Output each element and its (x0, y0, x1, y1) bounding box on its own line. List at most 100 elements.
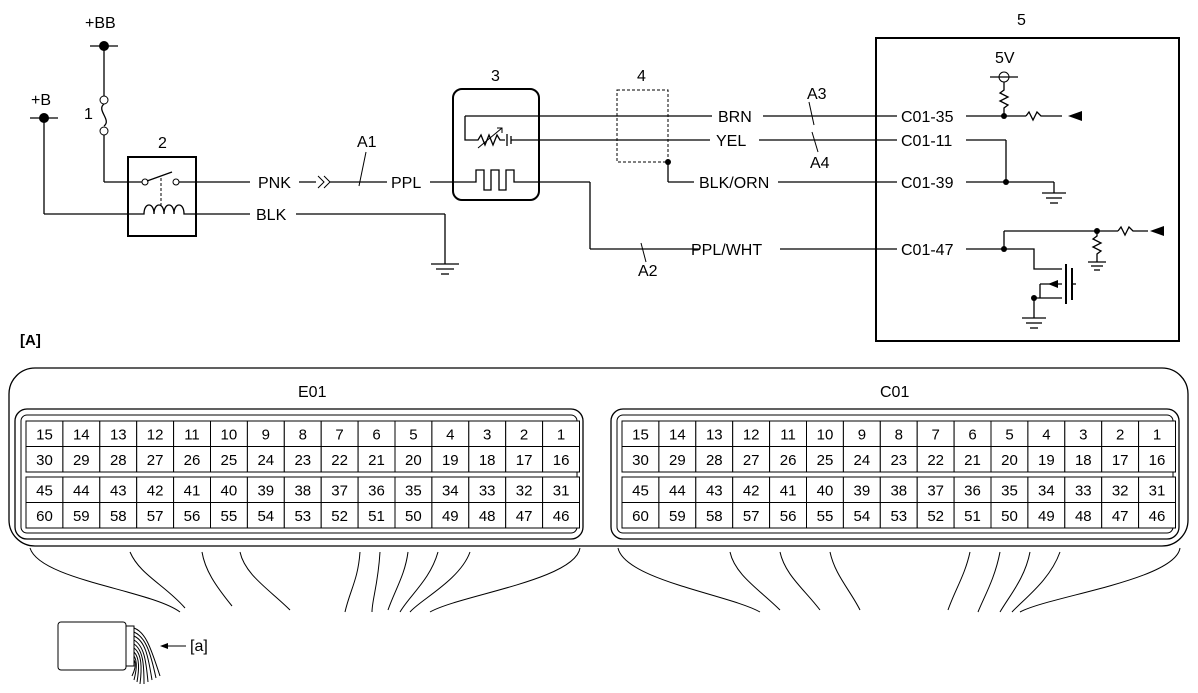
pin-number: 41 (780, 482, 797, 499)
ecu-supply-label: 5V (995, 50, 1015, 67)
pin-number: 16 (1149, 452, 1166, 469)
pin-number: 4 (1042, 426, 1050, 443)
relay: 2 (127, 135, 197, 237)
pin-cell: 34 (1027, 476, 1066, 503)
pin-cell-border (658, 446, 697, 473)
pin-cell-border (25, 476, 64, 503)
pin-number: 10 (817, 426, 834, 443)
pin-cell: 33 (1064, 476, 1103, 503)
pin-cell: 8 (283, 420, 322, 447)
pin-number: 59 (669, 508, 686, 525)
pin-number: 52 (331, 508, 348, 525)
pin-cell: 45 (621, 476, 660, 503)
pin-number: 28 (110, 452, 127, 469)
pin-cell-border (246, 446, 285, 473)
pin-cell-border (210, 502, 248, 529)
pin-number: 23 (294, 452, 311, 469)
pin-cell-border (210, 446, 248, 473)
pin-cell-border (320, 502, 359, 529)
pin-cell-border (879, 476, 918, 503)
pin-number: 13 (110, 426, 127, 443)
pin-number: 33 (479, 482, 496, 499)
pin-cell: 37 (320, 476, 359, 503)
pin-cell: 19 (1027, 446, 1066, 473)
pin-cell: 1 (542, 420, 580, 447)
pin-number: 57 (147, 508, 164, 525)
pin-number: 32 (1112, 482, 1129, 499)
pin-number: 56 (780, 508, 797, 525)
pin-number: 21 (964, 452, 981, 469)
pin-cell-border (879, 446, 918, 473)
pin-number: 2 (1116, 426, 1124, 443)
pin-number: 20 (405, 452, 422, 469)
pin-cell-border (394, 446, 433, 473)
b-supply-label: +B (31, 92, 51, 109)
pin-number: 42 (743, 482, 760, 499)
pin-cell-border (1064, 446, 1103, 473)
pin-cell: 13 (99, 420, 138, 447)
pin-cell-border (431, 476, 470, 503)
pin-cell: 33 (468, 476, 507, 503)
pin-cell: 57 (732, 502, 771, 529)
pin-number: 27 (743, 452, 760, 469)
pin-cell: 58 (99, 502, 138, 529)
pin-number: 43 (706, 482, 723, 499)
pin-cell: 31 (542, 476, 580, 503)
pin-number: 3 (1079, 426, 1087, 443)
pin-number: 1 (1153, 426, 1161, 443)
pin-number: 32 (516, 482, 533, 499)
pin-number: 15 (36, 426, 53, 443)
pin-number: 25 (221, 452, 238, 469)
pin-cell: 43 (695, 476, 734, 503)
pin-number: 9 (858, 426, 866, 443)
pin-cell: 59 (62, 502, 101, 529)
pin-cell: 15 (621, 420, 660, 447)
pin-cell-border (431, 502, 470, 529)
pin-cell-border (732, 446, 771, 473)
pin-cell: 50 (394, 502, 433, 529)
pin-number: 8 (299, 426, 307, 443)
pin-number: 46 (1149, 508, 1166, 525)
pin-cell-border (879, 502, 918, 529)
pin-cell: 49 (431, 502, 470, 529)
harness-callout: [a] (57, 621, 208, 685)
pin-cell: 44 (62, 476, 101, 503)
pin-number: 55 (221, 508, 238, 525)
pin-cell: 7 (320, 420, 359, 447)
pin-cell-border (916, 502, 955, 529)
pin-number: 49 (442, 508, 459, 525)
pin-cell: 60 (621, 502, 660, 529)
pin-number: 47 (516, 508, 533, 525)
pin-cell: 8 (879, 420, 918, 447)
b-supply: +B (30, 92, 140, 215)
pin-cell-border (1101, 502, 1140, 529)
pin-cell: 47 (505, 502, 544, 529)
pin-cell-border (1138, 502, 1176, 529)
pin-number: 45 (36, 482, 53, 499)
pin-cell: 28 (695, 446, 734, 473)
pin-cell-border (136, 502, 175, 529)
pin-number: 38 (294, 482, 311, 499)
shield-number: 4 (637, 68, 646, 85)
pin-c01-11-label: C01-11 (901, 133, 952, 150)
pin-cell-border (842, 420, 881, 447)
pin-number: 11 (184, 426, 200, 443)
pin-cell: 37 (916, 476, 955, 503)
pin-cell-border (431, 446, 470, 473)
pin-cell: 14 (62, 420, 101, 447)
pin-cell-border (25, 420, 64, 447)
bb-supply: +BB (85, 15, 118, 96)
pin-cell: 51 (357, 502, 396, 529)
pin-cell: 38 (283, 476, 322, 503)
pin-number: 9 (262, 426, 270, 443)
pin-cell: 1 (1138, 420, 1176, 447)
pin-number: 58 (706, 508, 723, 525)
pin-cell-border (1101, 446, 1140, 473)
pin-number: 22 (331, 452, 348, 469)
pin-number: 44 (669, 482, 686, 499)
pin-number: 14 (73, 426, 90, 443)
pin-cell-border (62, 420, 101, 447)
pin-cell-border (468, 476, 507, 503)
pin-cell-border (246, 420, 285, 447)
pin-cell-border (542, 476, 580, 503)
